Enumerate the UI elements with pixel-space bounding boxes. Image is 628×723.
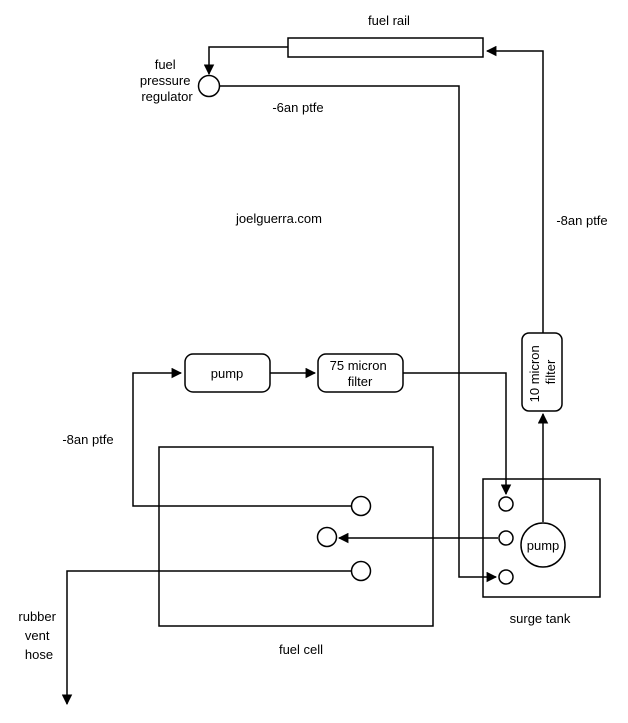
fuel-rail-box: [287, 37, 484, 58]
fuel-cell-port-vent: [350, 560, 372, 582]
surge-tank-port-middle: [498, 530, 514, 546]
surge-tank-port-bottom: [498, 569, 514, 585]
surge-tank-port-top: [498, 496, 514, 512]
fuel-cell-label: fuel cell: [279, 642, 323, 657]
pipe-fuel-cell-vent: [61, 570, 351, 706]
pipe-filter-75-to-surge-tank: [403, 372, 512, 496]
surge-tank-pump-circle: [520, 522, 566, 568]
pipe-filter-10-to-rail: [485, 45, 544, 333]
filter-10-micron-label: 10 micron filter: [527, 342, 558, 403]
ptfe-8an-right-label: -8an ptfe: [556, 213, 607, 228]
surge-tank-label: surge tank: [510, 611, 571, 626]
rubber-vent-hose-label: rubber vent hose: [18, 609, 59, 662]
fuel-rail-label: fuel rail: [368, 13, 410, 28]
pipe-fuel-cell-to-pump: [132, 367, 351, 507]
fuel-cell-port-return: [316, 526, 338, 548]
fuel-pressure-regulator-label: fuel pressure regulator: [140, 57, 194, 104]
watermark-text: joelguerra.com: [235, 211, 322, 226]
ptfe-8an-left-label: -8an ptfe: [62, 432, 113, 447]
pump-label: pump: [211, 366, 244, 381]
surge-pump-label: pump: [527, 538, 560, 553]
filter-75-micron-label: 75 micron filter: [330, 358, 391, 389]
pipe-rail-to-regulator: [203, 46, 288, 76]
fuel-cell-port-supply: [350, 495, 372, 517]
fuel-pressure-regulator-circle: [197, 74, 221, 98]
pipe-regulator-return-to-surge-tank: [219, 85, 498, 583]
filter-10-micron-box: [521, 332, 563, 412]
fuel-cell-box: [158, 446, 434, 627]
ptfe-6an-label: -6an ptfe: [272, 100, 323, 115]
